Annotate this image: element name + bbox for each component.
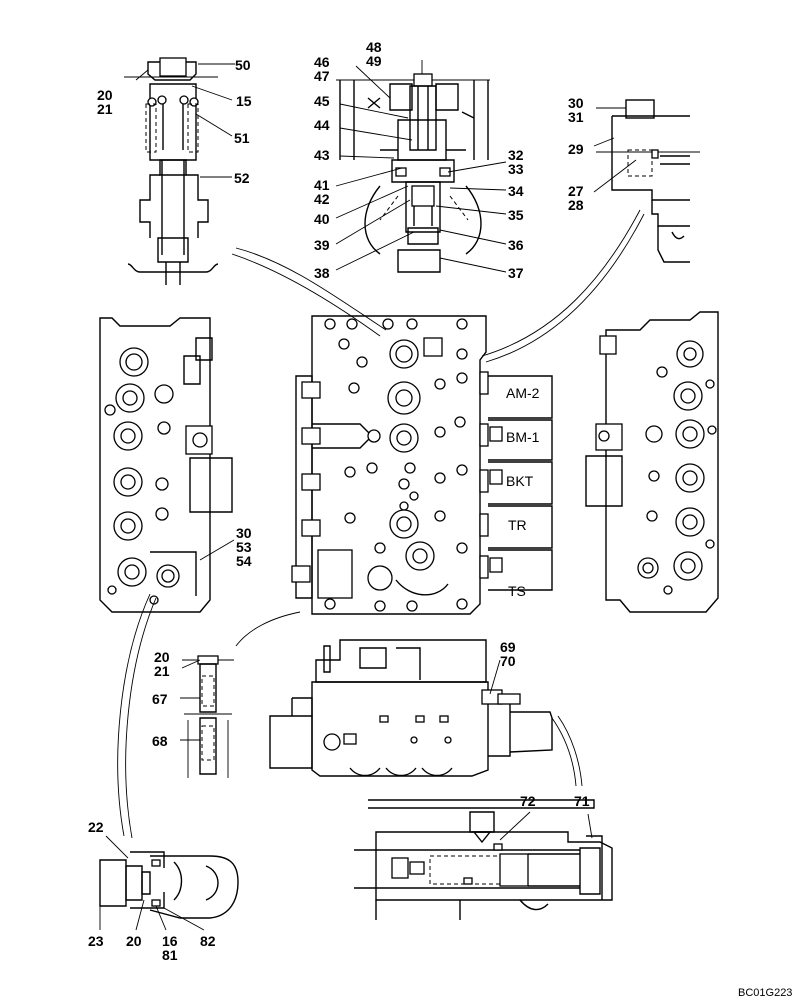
callout-label: 81 xyxy=(162,947,178,963)
callout-label: 35 xyxy=(508,207,524,223)
callout-label: 37 xyxy=(508,265,524,281)
callout-label: 70 xyxy=(500,653,516,669)
callout-label: 71 xyxy=(574,793,590,809)
callout-label: 48 xyxy=(366,39,382,55)
callout-label: 44 xyxy=(314,117,330,133)
leader-curve xyxy=(481,209,641,357)
section-label-bkt: BKT xyxy=(506,473,534,489)
leader-curve xyxy=(125,597,157,839)
leader-curve xyxy=(235,611,301,647)
drawing-code: BC01G223 xyxy=(738,987,792,999)
detail-middle-right: 69 70 xyxy=(269,639,553,777)
detail-top-center: 48 49 46 47 45 44 43 41 42 40 39 38 32 3… xyxy=(314,39,524,281)
callout-label: 49 xyxy=(366,53,382,69)
callout-label: 67 xyxy=(152,691,168,707)
left-side-view: 30 53 54 xyxy=(99,317,252,613)
callout-label: 41 xyxy=(314,177,330,193)
callout-label: 47 xyxy=(314,68,330,84)
detail-top-left: 50 20 21 15 51 52 xyxy=(97,57,252,285)
callout-label: 30 xyxy=(236,525,252,541)
callout-label: 20 xyxy=(154,649,170,665)
callout-label: 22 xyxy=(88,819,104,835)
section-label-am2: AM-2 xyxy=(506,385,540,401)
callout-label: 29 xyxy=(568,141,584,157)
callout-label: 36 xyxy=(508,237,524,253)
callout-label: 38 xyxy=(314,265,330,281)
callout-label: 45 xyxy=(314,93,330,109)
detail-bottom-left: 22 23 20 16 81 82 xyxy=(88,819,239,963)
leader-curve xyxy=(231,253,381,337)
right-side-view xyxy=(585,311,719,613)
callout-label: 50 xyxy=(235,57,251,73)
callout-label: 54 xyxy=(236,553,252,569)
callout-label: 28 xyxy=(568,197,584,213)
section-label-tr: TR xyxy=(508,517,527,533)
leader-curve xyxy=(551,717,577,787)
callout-label: 42 xyxy=(314,191,330,207)
callout-label: 69 xyxy=(500,639,516,655)
leader-curve xyxy=(485,213,645,363)
callout-label: 30 xyxy=(568,95,584,111)
callout-label: 31 xyxy=(568,109,584,125)
callout-label: 15 xyxy=(236,93,252,109)
leader-curve xyxy=(235,247,387,331)
detail-middle-left: 20 21 67 68 xyxy=(152,649,234,778)
callout-label: 32 xyxy=(508,147,524,163)
callout-label: 27 xyxy=(568,183,584,199)
callout-label: 21 xyxy=(97,101,113,117)
section-label-bm1: BM-1 xyxy=(506,429,540,445)
leader-curve xyxy=(557,715,583,787)
callout-label: 16 xyxy=(162,933,178,949)
callout-label: 43 xyxy=(314,147,330,163)
section-label-ts: TS xyxy=(508,583,526,599)
detail-bottom-right: 72 71 xyxy=(354,793,613,920)
callout-label: 33 xyxy=(508,161,524,177)
callout-label: 52 xyxy=(234,170,250,186)
detail-top-right: 30 31 29 27 28 xyxy=(568,95,700,263)
callout-label: 20 xyxy=(126,933,142,949)
callout-label: 34 xyxy=(508,183,524,199)
callout-label: 40 xyxy=(314,211,330,227)
callout-label: 20 xyxy=(97,87,113,103)
callout-label: 39 xyxy=(314,237,330,253)
callout-label: 72 xyxy=(520,793,536,809)
callout-label: 53 xyxy=(236,539,252,555)
leader-curve xyxy=(117,593,151,837)
callout-label: 23 xyxy=(88,933,104,949)
callout-label: 21 xyxy=(154,663,170,679)
callout-label: 46 xyxy=(314,54,330,70)
callout-label: 51 xyxy=(234,130,250,146)
callout-label: 68 xyxy=(152,733,168,749)
main-control-valve: AM-2 BM-1 BKT TR TS xyxy=(291,315,553,615)
callout-label: 82 xyxy=(200,933,216,949)
